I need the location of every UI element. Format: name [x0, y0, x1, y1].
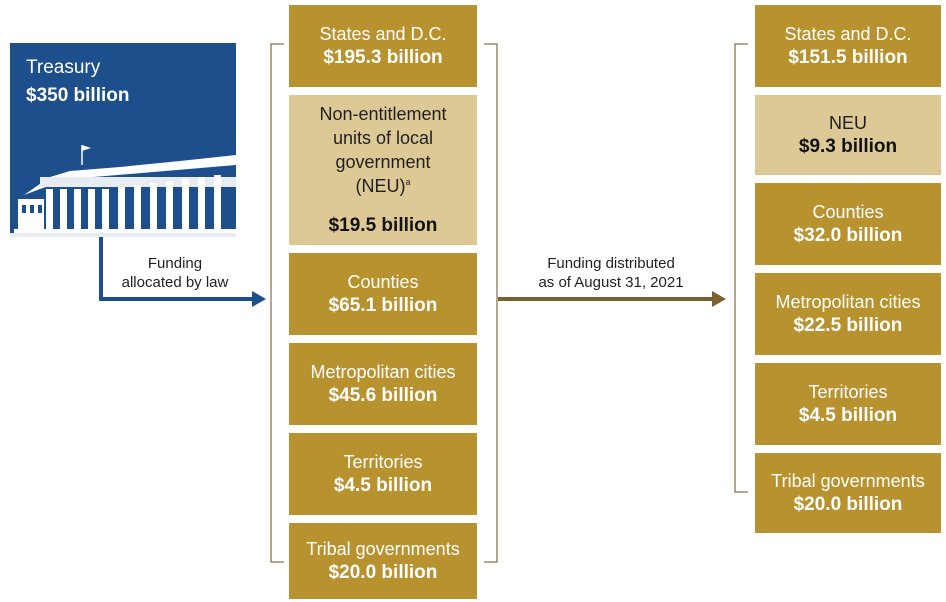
allocated-counties-box: Counties $65.1 billion: [289, 253, 477, 335]
treasury-label: Treasury: [26, 57, 101, 78]
distributed-tribal-box: Tribal governments $20.0 billion: [755, 453, 941, 533]
allocated-territories-label: Territories: [343, 452, 423, 472]
distributed-caption-line2: as of August 31, 2021: [538, 274, 684, 291]
allocated-neu-line3: government: [335, 152, 431, 172]
allocated-neu-line4-wrap: (NEU)a: [355, 174, 410, 198]
allocated-counties-label: Counties: [347, 272, 419, 292]
distributed-arrowhead: [712, 291, 726, 307]
distributed-states-box: States and D.C. $151.5 billion: [755, 5, 941, 87]
allocated-metro-box: Metropolitan cities $45.6 billion: [289, 343, 477, 425]
allocated-counties-amount: $65.1 billion: [328, 295, 438, 316]
allocated-neu-footnote: a: [405, 177, 411, 187]
distributed-metro-box: Metropolitan cities $22.5 billion: [755, 273, 941, 355]
allocated-metro-label: Metropolitan cities: [310, 362, 456, 382]
distributed-territories-box: Territories $4.5 billion: [755, 363, 941, 445]
allocated-metro-amount: $45.6 billion: [328, 385, 438, 406]
allocated-neu-line4: (NEU): [355, 176, 406, 196]
allocated-caption: Funding allocated by law: [100, 254, 250, 292]
distributed-states-amount: $151.5 billion: [788, 47, 908, 68]
distributed-states-label: States and D.C.: [784, 24, 912, 44]
distributed-neu-amount: $9.3 billion: [798, 136, 898, 157]
allocated-states-label: States and D.C.: [319, 24, 447, 44]
treasury-building-icon: [10, 145, 236, 237]
allocated-states-box: States and D.C. $195.3 billion: [289, 5, 477, 87]
allocated-bracket-left: [270, 43, 284, 563]
allocated-neu-amount: $19.5 billion: [328, 215, 438, 236]
treasury-box: Treasury $350 billion: [10, 43, 236, 237]
distributed-counties-amount: $32.0 billion: [793, 225, 903, 246]
distributed-counties-label: Counties: [812, 202, 884, 222]
allocated-tribal-label: Tribal governments: [306, 539, 460, 559]
allocated-bracket-right: [484, 43, 498, 563]
distributed-bracket-left: [734, 43, 748, 493]
allocated-arrowhead: [252, 291, 266, 307]
distributed-metro-label: Metropolitan cities: [775, 292, 921, 312]
distributed-tribal-label: Tribal governments: [771, 471, 925, 491]
distributed-territories-label: Territories: [808, 382, 888, 402]
allocated-neu-line2: units of local: [332, 128, 434, 148]
distributed-neu-box: NEU $9.3 billion: [755, 95, 941, 175]
allocated-tribal-box: Tribal governments $20.0 billion: [289, 523, 477, 599]
allocated-caption-line2: allocated by law: [121, 274, 229, 291]
distributed-neu-label: NEU: [828, 113, 867, 133]
allocated-neu-line1: Non-entitlement: [319, 104, 447, 124]
allocated-states-amount: $195.3 billion: [323, 47, 443, 68]
distributed-metro-amount: $22.5 billion: [793, 315, 903, 336]
allocated-territories-box: Territories $4.5 billion: [289, 433, 477, 515]
distributed-counties-box: Counties $32.0 billion: [755, 183, 941, 265]
allocated-tribal-amount: $20.0 billion: [328, 562, 438, 583]
distributed-caption-line1: Funding distributed: [547, 255, 675, 272]
allocated-territories-amount: $4.5 billion: [333, 475, 433, 496]
treasury-amount: $350 billion: [26, 85, 130, 106]
allocated-caption-line1: Funding: [147, 255, 203, 272]
distributed-territories-amount: $4.5 billion: [798, 405, 898, 426]
distributed-caption: Funding distributed as of August 31, 202…: [516, 254, 706, 292]
distributed-tribal-amount: $20.0 billion: [793, 494, 903, 515]
allocated-neu-box: Non-entitlement units of local governmen…: [289, 95, 477, 245]
